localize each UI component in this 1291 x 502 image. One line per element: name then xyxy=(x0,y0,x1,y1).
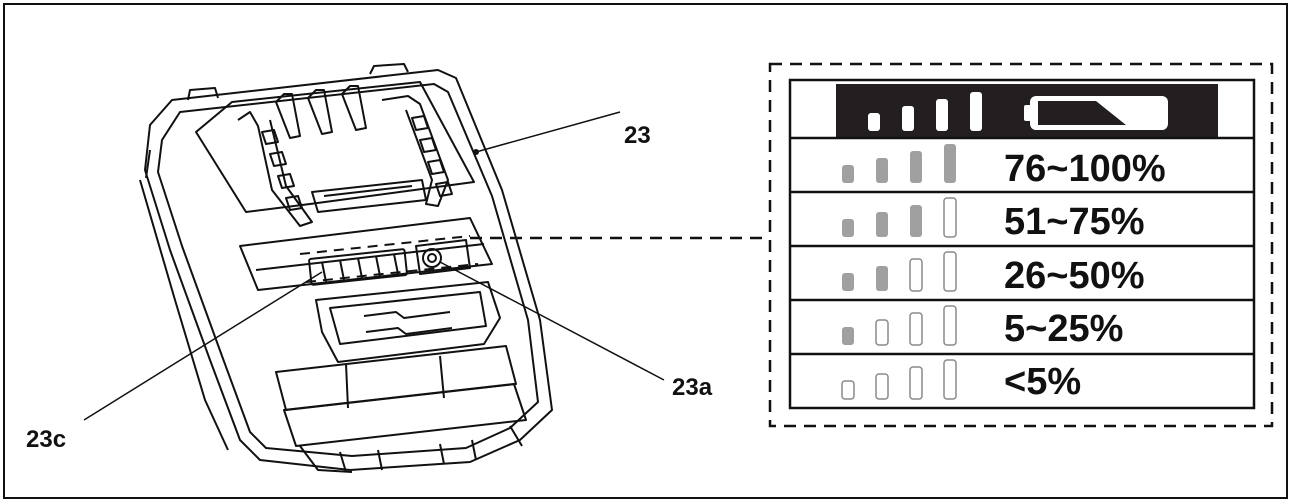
level-bar-unlit xyxy=(909,258,923,292)
level-bar-lit xyxy=(876,212,888,237)
level-bar-unlit xyxy=(875,373,889,400)
level-bar-unlit xyxy=(943,197,957,238)
level-range-label: 76~100% xyxy=(1004,148,1166,190)
figure-border xyxy=(3,3,1288,499)
level-bar-unlit xyxy=(841,380,855,400)
level-bar-lit xyxy=(842,273,854,291)
level-bar-lit xyxy=(842,219,854,237)
leader-line-23a xyxy=(439,261,665,381)
callout-23: 23 xyxy=(624,122,651,149)
level-bar-lit xyxy=(944,144,956,183)
legend-table xyxy=(788,78,1256,410)
level-bar-unlit xyxy=(943,305,957,346)
level-bar-unlit xyxy=(943,251,957,292)
level-bar-lit xyxy=(876,158,888,183)
level-bar-unlit xyxy=(875,319,889,346)
level-bar-unlit xyxy=(909,366,923,400)
level-range-label: <5% xyxy=(1004,361,1082,403)
leader-dot-23 xyxy=(473,149,479,155)
level-bar-lit xyxy=(910,151,922,183)
level-bar-lit xyxy=(910,205,922,237)
level-bar-lit xyxy=(842,165,854,183)
callout-23c: 23c xyxy=(26,426,67,453)
level-range-label: 51~75% xyxy=(1004,201,1145,243)
battery-gauge-icon xyxy=(868,92,1168,131)
battery-pack-drawing xyxy=(139,63,553,473)
leader-line-23c xyxy=(83,271,323,421)
callout-23a: 23a xyxy=(672,374,713,401)
legend-dashed-frame xyxy=(768,62,1274,428)
level-range-label: 5~25% xyxy=(1004,308,1124,350)
level-bar-lit xyxy=(876,266,888,291)
level-bars xyxy=(841,144,957,400)
legend-table-border xyxy=(788,78,1256,410)
level-range-label: 26~50% xyxy=(1004,255,1145,297)
leader-line-23 xyxy=(475,111,621,153)
level-bar-unlit xyxy=(909,312,923,346)
level-bar-unlit xyxy=(943,359,957,400)
level-bar-lit xyxy=(842,327,854,345)
